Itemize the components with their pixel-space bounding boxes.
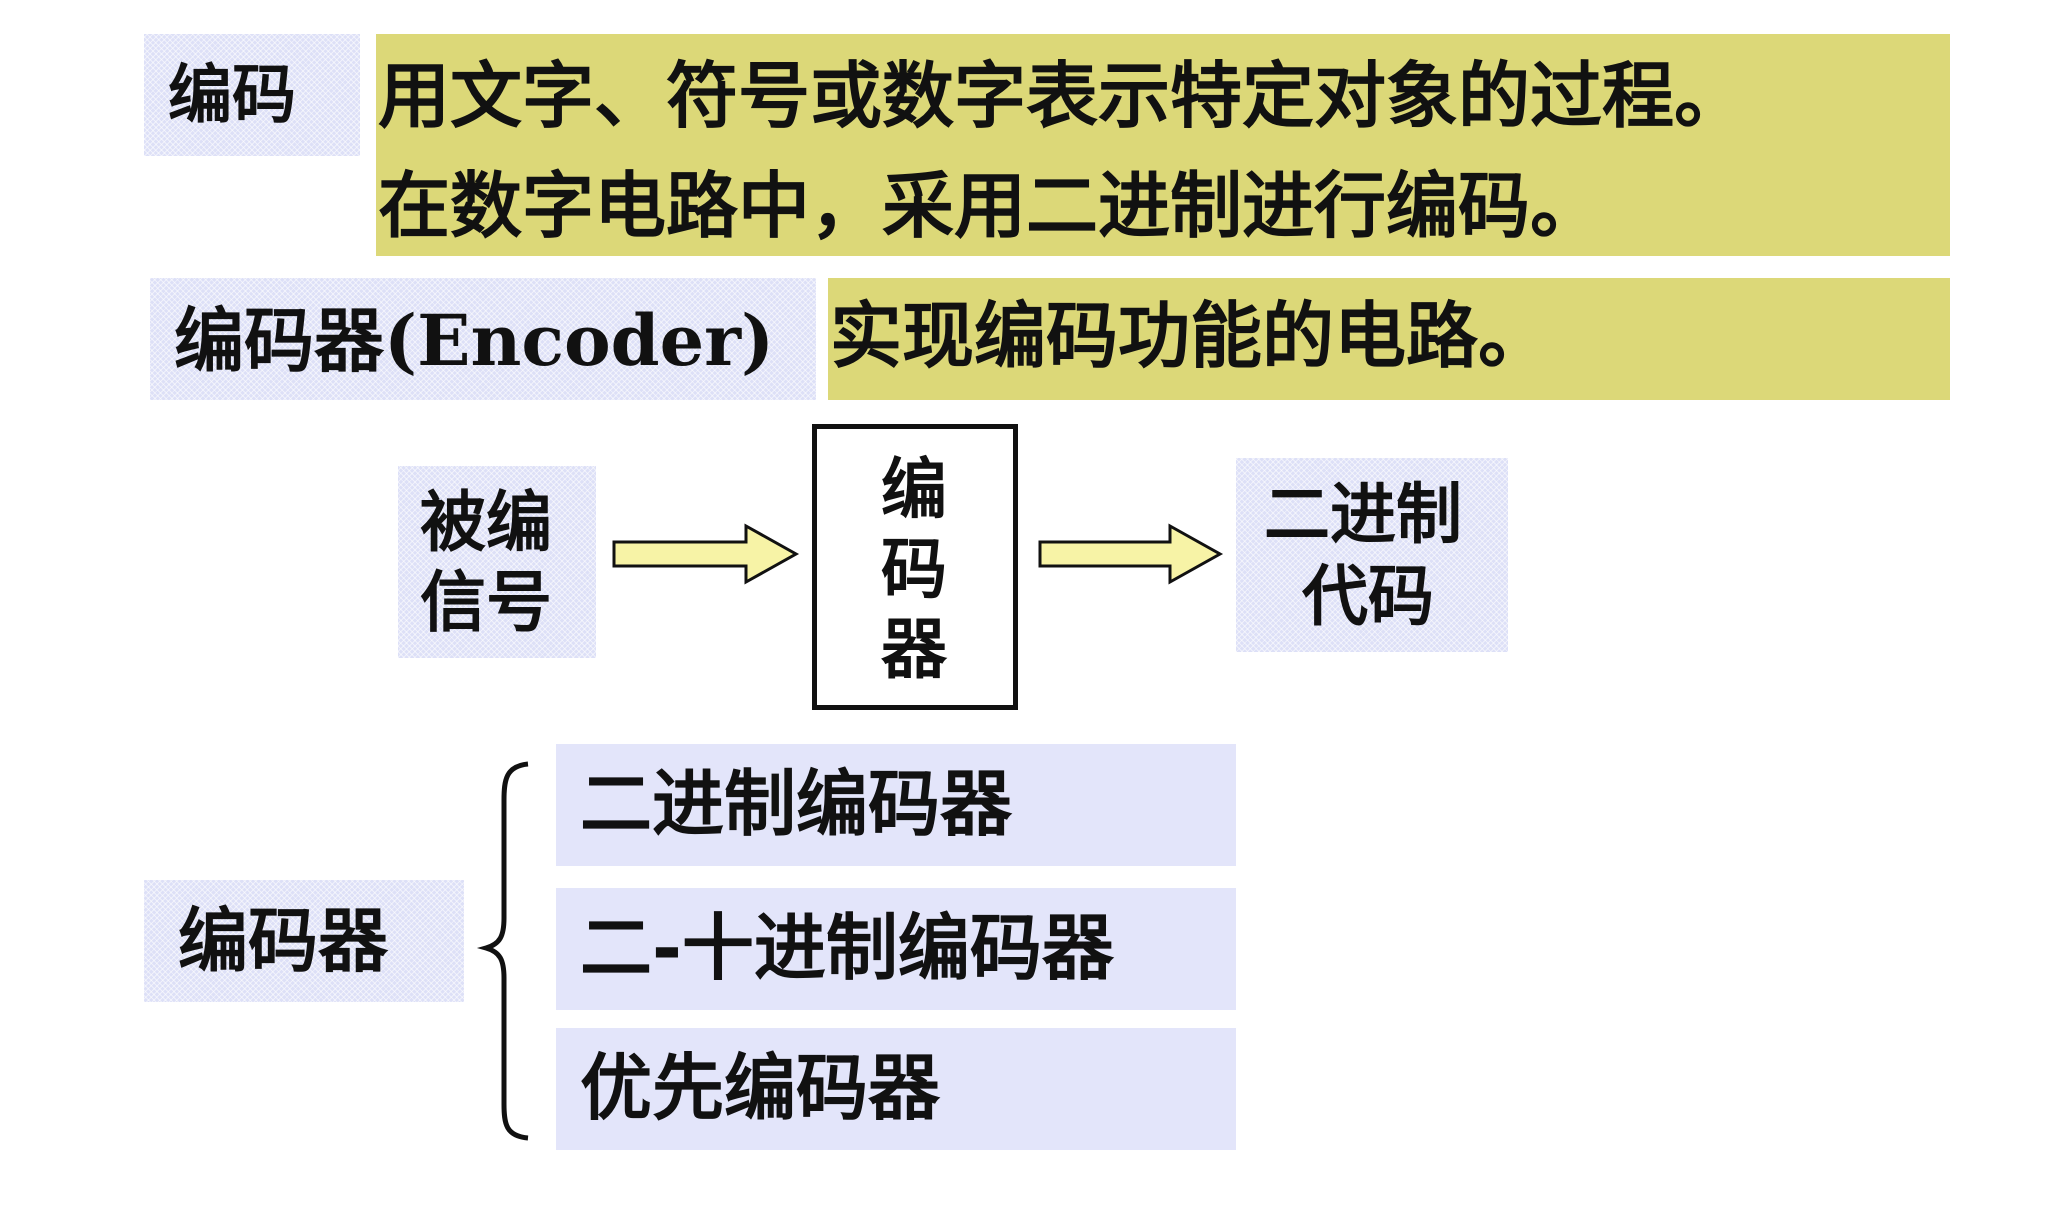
encoder-definition: 实现编码功能的电路。 — [830, 294, 1551, 378]
type-binary-encoder-box: 二进制编码器 — [556, 744, 1236, 866]
type-bcd-encoder-box: 二-十进制编码器 — [556, 888, 1236, 1010]
input-signal-line-2: 信号 — [420, 564, 552, 641]
binary-code-line-1: 二进制 — [1264, 476, 1462, 553]
input-signal-box: 被编 信号 — [398, 466, 596, 658]
encoder-block: 编 码 器 — [812, 424, 1018, 710]
encoder-block-char-3: 器 — [881, 611, 947, 688]
classification-brace — [476, 761, 529, 1141]
coding-term: 编码 — [168, 59, 296, 133]
encoder-definition-box: 实现编码功能的电路。 — [828, 278, 1950, 400]
coding-definition-line-2: 在数字电路中，采用二进制进行编码。 — [378, 164, 1603, 248]
encoder-term: 编码器(Encoder) — [174, 299, 775, 382]
type-binary-encoder: 二进制编码器 — [580, 762, 1013, 846]
type-priority-encoder-box: 优先编码器 — [556, 1028, 1236, 1150]
arrow-encoder-to-output — [1038, 523, 1224, 585]
coding-definition-line-1: 用文字、符号或数字表示特定对象的过程。 — [378, 54, 1747, 138]
coding-term-box: 编码 — [144, 34, 360, 156]
encoder-root-box: 编码器 — [144, 880, 464, 1002]
encoder-term-box: 编码器(Encoder) — [150, 278, 816, 400]
coding-definition-box: 用文字、符号或数字表示特定对象的过程。 在数字电路中，采用二进制进行编码。 — [376, 34, 1950, 256]
type-bcd-encoder: 二-十进制编码器 — [580, 906, 1114, 990]
type-priority-encoder: 优先编码器 — [580, 1046, 941, 1130]
binary-code-box: 二进制 代码 — [1236, 458, 1508, 652]
encoder-block-char-2: 码 — [881, 531, 947, 608]
input-signal-line-1: 被编 — [420, 484, 552, 561]
encoder-root-label: 编码器 — [178, 900, 388, 982]
encoder-block-char-1: 编 — [881, 451, 947, 528]
binary-code-line-2: 代码 — [1302, 558, 1434, 635]
arrow-input-to-encoder — [612, 523, 800, 585]
